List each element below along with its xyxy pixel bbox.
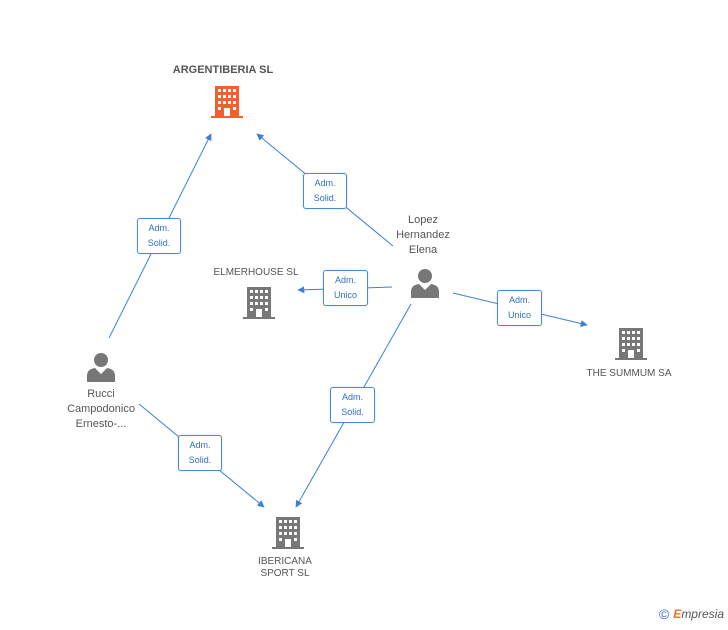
building-icon — [243, 287, 275, 319]
edge-label-lopez-thesummum: Adm. Unico — [497, 290, 542, 326]
node-label-argentiberia[interactable]: ARGENTIBERIA SL — [172, 64, 274, 76]
node-label-line: IBERICANA — [258, 556, 312, 567]
edge-label-type: Solid. — [341, 407, 364, 417]
edge-label-rucci-ibericana: Adm. Solid. — [178, 435, 222, 471]
node-label-line: SPORT SL — [260, 568, 310, 579]
edge-label-lopez-argentiberia: Adm. Solid. — [303, 173, 347, 209]
edge-label-type: Unico — [333, 290, 357, 300]
node-label-line: Hernandez — [396, 229, 450, 241]
node-label-lopez[interactable]: Lopez Hernandez Elena — [363, 213, 483, 258]
footer-brand[interactable]: © Empresia — [659, 606, 724, 622]
node-label-rucci[interactable]: Rucci Campodonico Ernesto-... — [41, 387, 161, 432]
node-label-elmerhouse[interactable]: ELMERHOUSE SL — [213, 267, 299, 278]
edge-label-type: Solid. — [188, 455, 212, 465]
node-label-ibericana[interactable]: IBERICANA SPORT SL — [225, 556, 345, 580]
node-label-line: Campodonico — [67, 403, 135, 415]
edge-label-role: Adm. — [189, 440, 211, 450]
edge-label-role: Adm. — [508, 295, 530, 305]
node-label-line: Lopez — [408, 214, 438, 226]
person-icon — [87, 353, 115, 382]
brand-initial: E — [673, 607, 682, 621]
edge-label-type: Solid. — [313, 193, 337, 203]
node-label-line: Rucci — [87, 388, 115, 400]
edge-label-role: Adm. — [334, 275, 356, 285]
copyright-icon: © — [658, 606, 670, 622]
brand-name: mpresia — [681, 607, 724, 621]
building-icon — [615, 328, 647, 360]
node-label-thesummum[interactable]: THE SUMMUM SA — [586, 368, 672, 379]
person-icon — [411, 269, 439, 298]
edge-label-role: Adm. — [314, 178, 336, 188]
edge-label-rucci-argentiberia: Adm. Solid. — [137, 218, 181, 254]
node-label-line: Ernesto-... — [75, 418, 127, 430]
brand-logo: Empresia — [673, 607, 724, 621]
edge-label-role: Adm. — [341, 392, 363, 402]
building-icon — [211, 86, 243, 118]
node-label-line: Elena — [408, 244, 438, 256]
edge-label-type: Unico — [507, 310, 531, 320]
edge-label-lopez-ibericana: Adm. Solid. — [330, 387, 375, 423]
edge-label-lopez-elmerhouse: Adm. Unico — [323, 270, 368, 306]
building-icon — [272, 517, 304, 549]
edge-label-type: Solid. — [147, 238, 171, 248]
edge-label-role: Adm. — [148, 223, 170, 233]
